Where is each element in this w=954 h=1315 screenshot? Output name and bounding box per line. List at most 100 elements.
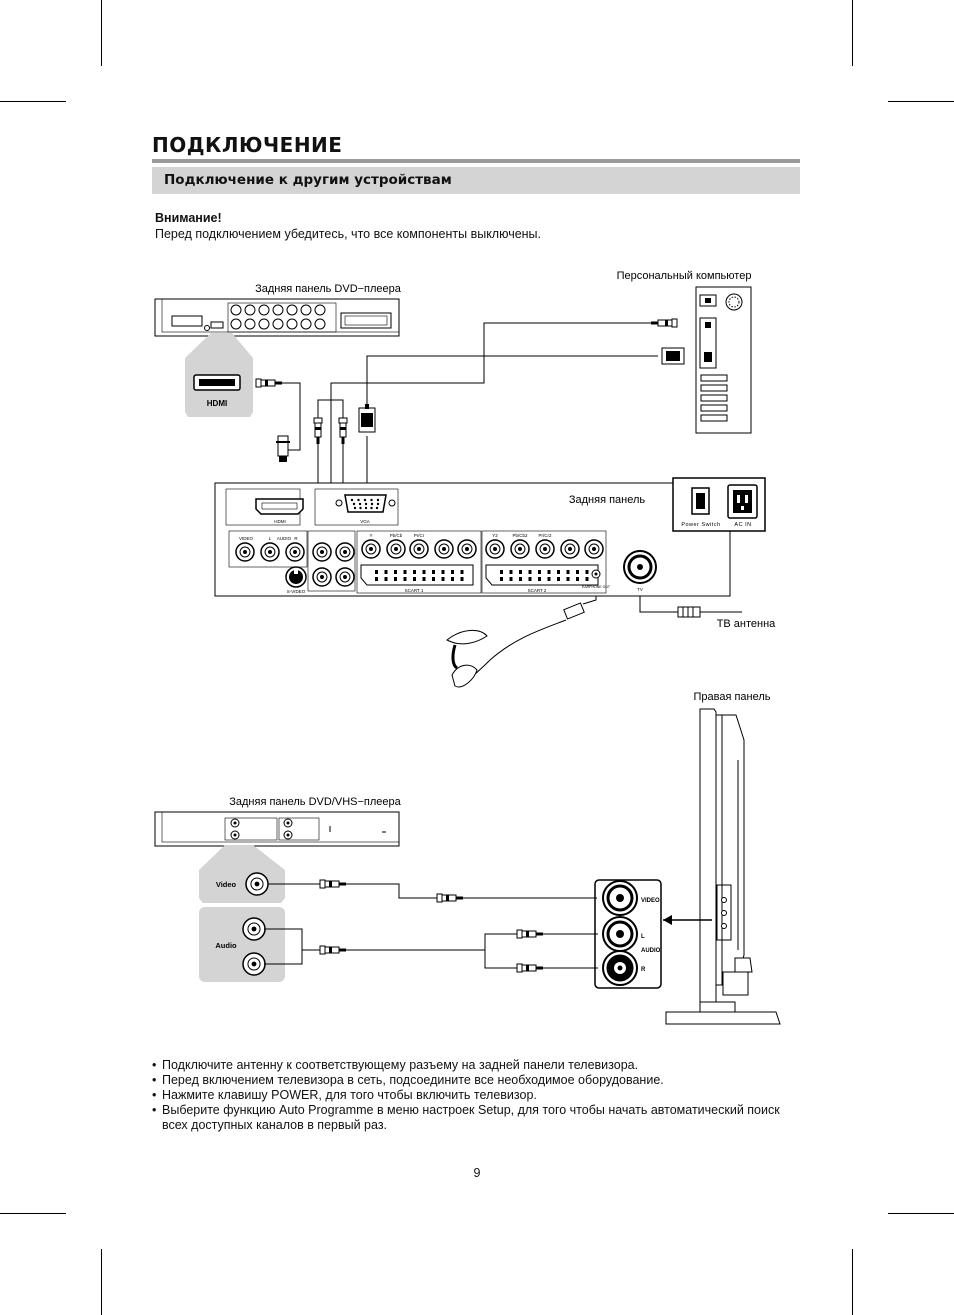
crop-mark	[0, 1213, 66, 1214]
dvd-rca-jack	[272, 318, 284, 330]
vhs-video-jack	[245, 872, 269, 896]
vga-plug-pc	[661, 347, 685, 365]
port-video-label: VIDEO	[239, 536, 254, 541]
vga-pin	[376, 502, 380, 506]
jack-video-label: VIDEO	[641, 898, 660, 904]
vhs-player-rear-panel	[154, 811, 400, 847]
port-svideo-label: S-VIDEO	[287, 589, 306, 594]
instruction-item: Нажмите клавишу POWER, для того чтобы вк…	[152, 1088, 792, 1103]
dvd-rca-jack	[258, 304, 270, 316]
scart1-connector	[360, 564, 474, 586]
tv-rear-panel-label: Задняя панель	[569, 494, 646, 506]
pc-expansion-slot	[700, 384, 728, 392]
ac-in-label: AC IN	[734, 522, 751, 528]
tv-pc-audio-jack	[312, 542, 332, 562]
dvd-player-rear-panel	[154, 298, 400, 337]
personal-computer	[695, 286, 752, 434]
dvd-rca-jack	[314, 304, 326, 316]
hdmi-badge-label: HDMI	[207, 399, 227, 408]
av-cables	[264, 883, 598, 969]
title-rule	[152, 159, 800, 163]
tv-av-jack	[260, 542, 280, 562]
vga-pin	[370, 506, 373, 510]
component2-jack	[535, 539, 555, 559]
instruction-list: Подключите антенну к соответствующему ра…	[152, 1058, 792, 1133]
audio-callout	[199, 907, 285, 982]
crop-mark	[852, 1249, 853, 1315]
section-bar: Подключение к другим устройствам	[152, 167, 800, 194]
component2-jack	[485, 539, 505, 559]
tv-side-view	[665, 708, 781, 1025]
page-title: ПОДКЛЮЧЕНИЕ	[152, 133, 343, 157]
tv-pc-audio-jack	[335, 542, 355, 562]
dvd-rca-jack	[300, 318, 312, 330]
tv-av-jack	[235, 542, 255, 562]
dvd-rca-jack	[286, 304, 298, 316]
warning-heading: Внимание!	[155, 211, 222, 225]
component2-jack	[584, 539, 604, 559]
vga-pin	[375, 506, 379, 510]
crop-mark	[888, 1213, 954, 1214]
dvd-rca-jack	[286, 318, 298, 330]
vga-pin	[376, 498, 380, 502]
section-title: Подключение к другим устройствам	[164, 172, 452, 188]
hdmi-port-label: HDMI	[274, 519, 286, 524]
component2-jack	[510, 539, 530, 559]
right-panel-label: Правая панель	[693, 691, 770, 703]
port-prcr-label: Pr/Cr	[414, 533, 425, 538]
crop-mark	[0, 101, 66, 102]
dvd-rca-jack	[314, 318, 326, 330]
pc-expansion-slot	[700, 414, 728, 422]
component-jack	[457, 539, 477, 559]
tv-antenna-port	[623, 550, 657, 584]
port-r-label: R	[294, 536, 298, 541]
dvd-rca-jack	[258, 318, 270, 330]
audio-badge-label: Audio	[215, 941, 237, 950]
vga-pin	[350, 498, 354, 502]
power-switch-label: Power Switch	[681, 522, 720, 528]
tv-antenna-label: ТВ антенна	[717, 618, 776, 630]
crop-mark	[101, 0, 102, 66]
jack-l-label: L	[641, 934, 645, 940]
scart1-label: SCART 1	[405, 588, 424, 593]
component-jack	[361, 539, 381, 559]
scart2-connector	[485, 564, 599, 586]
port-y-label: Y	[369, 533, 372, 538]
tv-port-label: TV	[637, 587, 643, 592]
dvd-rca-jack	[230, 318, 242, 330]
vga-pin	[353, 506, 357, 510]
vga-pin	[352, 502, 356, 506]
tv-audio-jack	[335, 567, 355, 587]
port-prcr2-label: Pr/Cr2	[538, 533, 551, 538]
side-audio-r-jack	[602, 950, 638, 986]
instruction-item: Перед включением телевизора в сеть, подс…	[152, 1073, 792, 1088]
dvd-rear-panel-label: Задняя панель DVD−плеера	[255, 283, 402, 295]
tv-av-jack	[285, 542, 305, 562]
port-pbcb2-label: Pb/Cb2	[512, 533, 528, 538]
tv-rear-panel: HDMI VGA VIDEO L AUDIO R S-VIDEO Y Pb/Cb…	[214, 482, 731, 597]
vga-plug	[358, 404, 376, 433]
side-audio-l-jack	[602, 916, 638, 952]
vga-pin	[364, 502, 368, 506]
jack-audio-label: AUDIO	[641, 948, 661, 954]
side-video-jack	[602, 880, 638, 916]
vga-pin	[370, 498, 373, 502]
svideo-port	[285, 566, 307, 588]
headphones-icon	[446, 630, 491, 688]
port-pbcb-label: Pb/Cb	[390, 533, 403, 538]
vhs-rear-panel-label: Задняя панель DVD/VHS−плеера	[229, 796, 401, 808]
power-panel: Power Switch AC IN	[672, 477, 766, 532]
antenna-plug	[677, 606, 701, 618]
jack-r-label: R	[641, 967, 646, 973]
port-l-label: L	[269, 536, 272, 541]
component-jack	[434, 539, 454, 559]
instruction-item: Выберите функцию Auto Programme в меню н…	[152, 1103, 792, 1133]
dvd-rca-jack	[300, 304, 312, 316]
vga-port-label: VGA	[360, 519, 370, 524]
vga-pin	[364, 506, 368, 510]
instruction-item: Подключите антенну к соответствующему ра…	[152, 1058, 792, 1073]
vhs-audio-r-jack	[242, 952, 266, 976]
dvd-rca-jack	[230, 304, 242, 316]
pc-expansion-slot	[700, 374, 728, 382]
